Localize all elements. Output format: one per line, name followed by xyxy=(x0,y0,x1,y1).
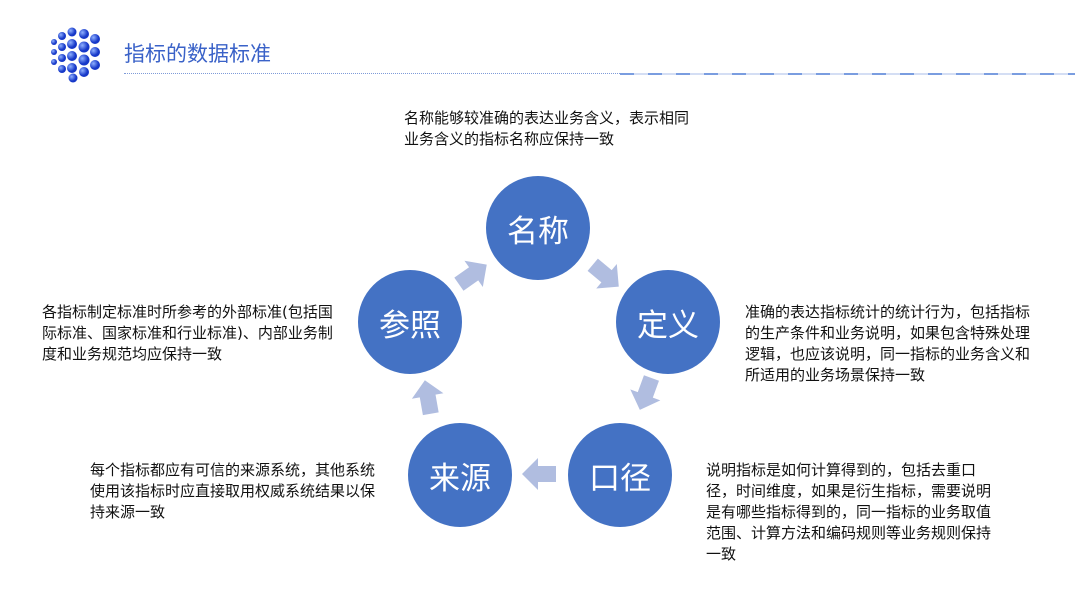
node-definition: 定义 xyxy=(616,270,720,374)
decorative-dashed-line xyxy=(620,73,1075,75)
description-definition: 准确的表达指标统计的统计行为，包括指标的生产条件和业务说明，如果包含特殊处理逻辑… xyxy=(745,303,1031,384)
description-caliber: 说明指标是如何计算得到的，包括去重口径，时间维度，如果是衍生指标，需要说明是有哪… xyxy=(706,461,992,563)
node-name: 名称 xyxy=(486,176,590,280)
description-name: 名称能够较准确的表达业务含义，表示相同业务含义的指标名称应保持一致 xyxy=(404,109,690,148)
description-reference: 各指标制定标准时所参考的外部标准(包括国际标准、国家标准和行业标准)、内部业务制… xyxy=(42,303,333,363)
node-source: 来源 xyxy=(408,423,512,527)
arrow-icon xyxy=(409,377,447,417)
arrow-icon xyxy=(624,372,667,416)
title-underline xyxy=(124,73,1074,74)
arrow-icon xyxy=(522,458,556,490)
node-caliber: 口径 xyxy=(568,423,672,527)
description-source: 每个指标都应有可信的来源系统，其他系统使用该指标时应直接取用权威系统结果以保持来… xyxy=(90,461,376,521)
arrow-icon xyxy=(582,252,630,299)
node-reference: 参照 xyxy=(358,270,462,374)
arrow-icon xyxy=(449,251,496,298)
page-title: 指标的数据标准 xyxy=(124,42,271,66)
sphere-cube-icon xyxy=(51,27,100,83)
